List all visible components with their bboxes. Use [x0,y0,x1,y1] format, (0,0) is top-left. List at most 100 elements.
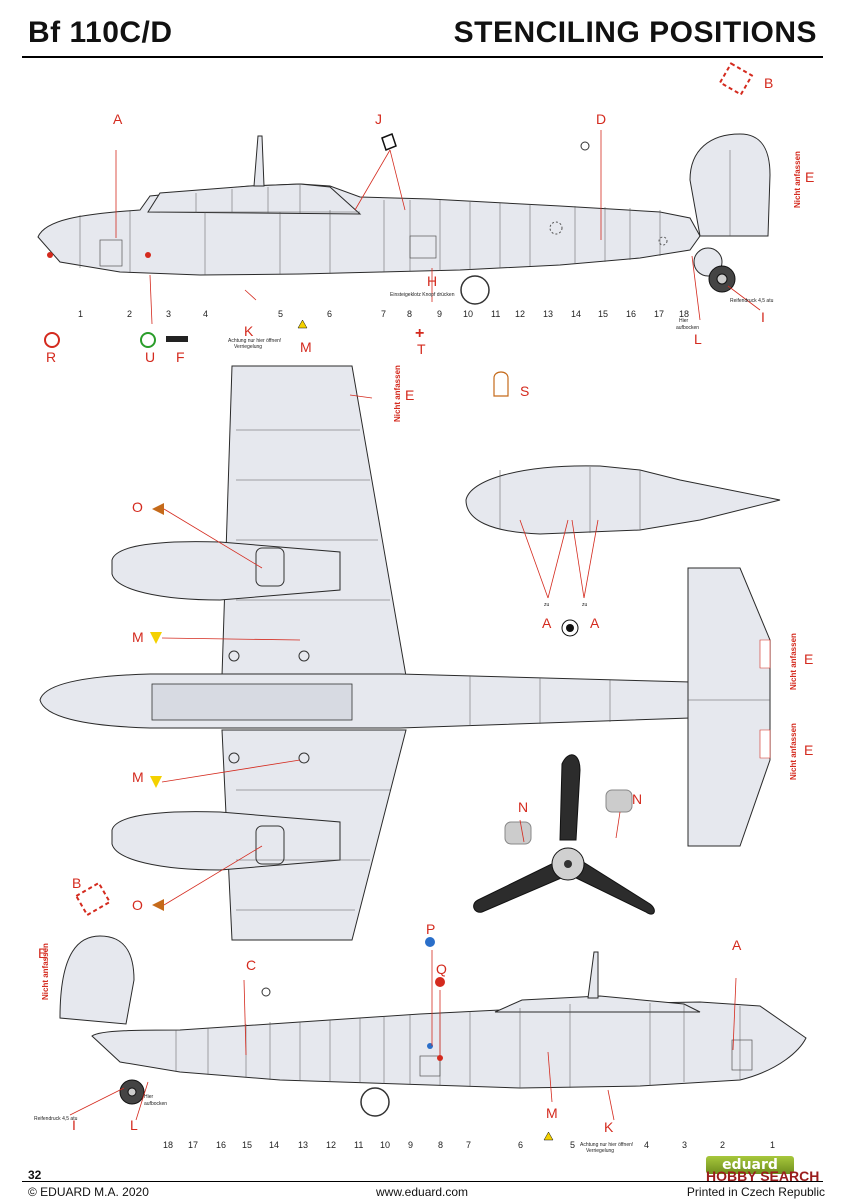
svg-text:9: 9 [437,309,442,319]
plan-view [39,365,771,941]
svg-text:8: 8 [407,309,412,319]
svg-text:7: 7 [466,1140,471,1150]
svg-text:6: 6 [518,1140,523,1150]
svg-text:17: 17 [188,1140,198,1150]
svg-text:2: 2 [127,309,132,319]
reifendruck-bottom: Reifendruck 4,5 atu [34,1116,78,1122]
label-i-bottom: I [72,1117,76,1133]
svg-text:+: + [415,325,424,342]
svg-text:10: 10 [463,309,473,319]
canopy-top [147,183,362,215]
svg-text:1: 1 [770,1140,775,1150]
antenna-mast [253,135,265,187]
nicht-anfassen-tail-2: Nicht anfassen [789,723,798,780]
label-n-right: N [632,791,642,807]
eduard-logo: eduard [706,1156,794,1174]
header-rule [22,56,823,58]
fuselage-side-bottom [91,1001,807,1089]
printed-in-text: Printed in Czech Republic [686,1185,825,1199]
svg-text:15: 15 [242,1140,252,1150]
label-a-detail-right: A [590,615,600,631]
label-a-top: A [113,111,123,127]
label-l-top: L [694,331,702,347]
svg-text:18: 18 [163,1140,173,1150]
svg-text:5: 5 [570,1140,575,1150]
hier-bottom-2: aufbocken [144,1101,167,1107]
copyright-text: © EDUARD M.A. 2020 [28,1185,149,1199]
svg-text:11: 11 [354,1140,363,1150]
label-o-upper: O [132,499,143,515]
label-e-wing: E [405,387,414,403]
label-a-detail-left: A [542,615,552,631]
canopy-bottom [494,995,701,1013]
label-h: H [427,273,437,289]
svg-text:12: 12 [515,309,525,319]
svg-text:16: 16 [626,309,636,319]
nicht-anfassen-top: Nicht anfassen [793,151,802,208]
vertical-tail-bottom [59,935,135,1025]
page-subtitle: STENCILING POSITIONS [453,16,817,49]
label-b-top: B [764,75,773,91]
label-u: U [145,349,155,365]
side-view-left [37,130,771,325]
station-numbers-bottom: 18 17 16 15 14 13 12 11 10 9 8 7 6 5 4 3… [163,1140,775,1150]
label-e-bottom: E [38,945,47,961]
wing-upper [221,365,407,677]
label-b-bottom: B [72,875,81,891]
svg-text:15: 15 [598,309,608,319]
page-number: 32 [28,1168,42,1182]
svg-text:2: 2 [720,1140,725,1150]
verriegelung-bottom: Verriegelung [586,1148,614,1154]
hier-top-2: aufbocken [676,325,699,331]
label-i-top: I [761,309,765,325]
svg-text:9: 9 [408,1140,413,1150]
main-wheel-top [460,275,490,305]
stencil-j-shape [381,133,397,151]
label-f: F [176,349,185,365]
label-k-bottom: K [604,1119,614,1135]
svg-text:16: 16 [216,1140,226,1150]
fuselage-plan [39,673,691,729]
svg-text:17: 17 [654,309,664,319]
page-title: Bf 110C/D [28,16,173,49]
footer-rule [22,1181,823,1182]
nicht-anfassen-bottom: Nicht anfassen [41,943,50,1000]
label-k-top: K [244,323,254,339]
label-m-lower: M [132,769,144,785]
side-view-right [59,881,807,1141]
website-link[interactable]: www.eduard.com [376,1185,469,1199]
svg-text:6: 6 [327,309,332,319]
nacelle-upper [111,541,341,601]
label-m-bottom: M [546,1105,558,1121]
svg-text:4: 4 [203,309,208,319]
hier-bottom-1: Hier [144,1094,154,1100]
svg-text:5: 5 [278,309,283,319]
label-c: C [246,957,256,973]
label-e-top: E [805,169,814,185]
svg-text:3: 3 [682,1140,687,1150]
hier-top-1: Hier [679,318,689,324]
label-a-bottom: A [732,937,742,953]
svg-text:4: 4 [644,1140,649,1150]
svg-text:3: 3 [166,309,171,319]
svg-text:14: 14 [269,1140,279,1150]
zu-right: zu [582,602,588,608]
label-e-tail-1: E [804,651,813,667]
label-o-lower: O [132,897,143,913]
label-e-tail-2: E [804,742,813,758]
svg-text:10: 10 [380,1140,390,1150]
label-r: R [46,349,56,365]
achtung-top: Achtung nur hier öffnen! [228,338,281,344]
label-m-upper: M [132,629,144,645]
svg-text:12: 12 [326,1140,336,1150]
propeller [473,754,655,915]
svg-text:8: 8 [438,1140,443,1150]
label-s: S [520,383,529,399]
svg-text:13: 13 [543,309,553,319]
svg-text:1: 1 [78,309,83,319]
hobby-search-watermark: HOBBY SEARCH [706,1168,820,1184]
label-d-top: D [596,111,606,127]
label-l-bottom: L [130,1117,138,1133]
antenna-mast-bottom [587,951,599,999]
